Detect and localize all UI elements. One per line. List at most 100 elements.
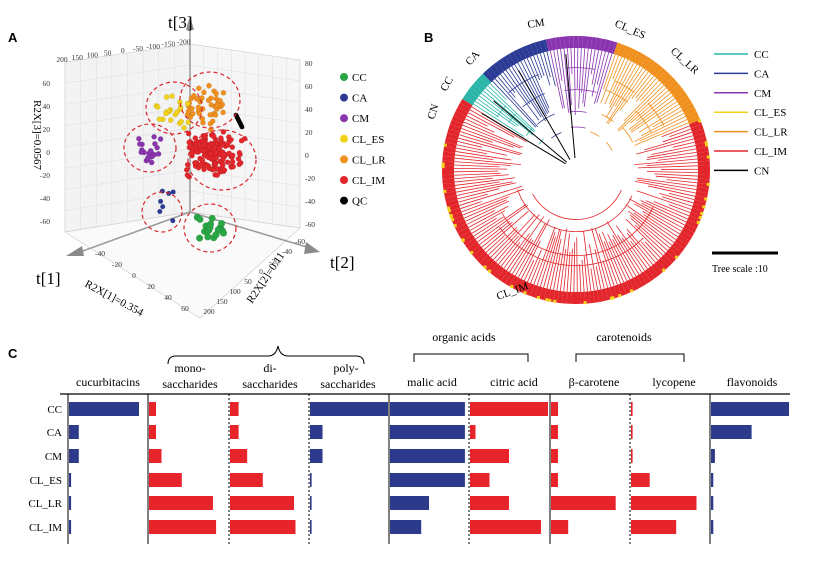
tree-branch <box>590 131 600 137</box>
tree-branch <box>567 48 572 106</box>
tree-es-marker <box>662 268 666 272</box>
tree-ring-segment <box>482 70 495 83</box>
tree-ring-segment <box>693 133 707 141</box>
bar <box>310 425 323 439</box>
tree-ring-segment <box>683 223 697 233</box>
pca-point <box>206 82 212 89</box>
tree-branch <box>573 241 576 292</box>
tree-es-marker <box>705 143 709 147</box>
tree-branch <box>619 71 649 111</box>
pca-point <box>241 135 248 142</box>
bar-col-header: saccharides <box>320 377 376 391</box>
tree-branch <box>605 141 613 151</box>
bar <box>631 449 633 463</box>
pca-point <box>219 142 225 148</box>
tree-ring-segment <box>647 61 659 74</box>
tree-branch <box>454 154 494 160</box>
tree-branch <box>465 118 495 133</box>
tree-es-marker <box>470 251 474 255</box>
tree-ring-segment <box>651 263 663 276</box>
tree-branch <box>637 179 697 191</box>
tree-branch <box>454 168 508 170</box>
tree-branch <box>538 138 544 145</box>
tree-ring-segment <box>482 257 495 270</box>
tree-ring-segment <box>651 64 663 77</box>
tree-branch <box>497 76 516 98</box>
tree-branch <box>662 196 693 207</box>
tree-es-marker <box>461 238 465 242</box>
tree-branch <box>648 185 696 197</box>
tree-branch <box>478 95 519 127</box>
tree-ring-segment <box>444 142 457 149</box>
pca-point <box>185 108 192 114</box>
bar <box>69 449 79 463</box>
tree-ring-segment <box>517 279 527 293</box>
tree-branch <box>640 112 685 137</box>
tree-ring-segment <box>696 186 709 194</box>
tree-es-marker <box>536 296 540 300</box>
tree-ring-segment <box>597 289 604 302</box>
bar-row-label: CM <box>45 451 62 463</box>
tree-branch <box>546 230 562 289</box>
pca-point <box>213 90 219 97</box>
tree-ring-segment <box>611 41 618 54</box>
bar-col-header: citric acid <box>490 375 538 389</box>
tree-ring-segment <box>534 41 543 54</box>
pca-point <box>200 148 207 154</box>
tree-branch <box>645 200 688 220</box>
pca-point <box>219 229 228 237</box>
tree-branch <box>463 121 524 148</box>
pca-legend-swatch <box>340 196 348 205</box>
tree-branch <box>508 113 516 123</box>
pca-point <box>206 144 212 151</box>
tree-ring-segment <box>453 111 467 121</box>
tree-branch <box>500 242 521 267</box>
tree-ring-segment <box>644 268 655 282</box>
tree-ring-segment <box>530 42 539 56</box>
tree-ring-segment <box>660 254 673 267</box>
pca-point <box>216 146 223 152</box>
tree-es-marker <box>449 214 453 218</box>
tree-branch <box>654 173 698 177</box>
pca-point <box>237 160 244 166</box>
bar <box>631 425 633 439</box>
pca-tick: 100 <box>229 287 241 296</box>
pca-3d-plot: t[3] t[1] t[2] R2X[3]=0.0567 R2X[1]=0.35… <box>31 13 386 319</box>
tree-branch <box>502 71 540 121</box>
pca-tick: -20 <box>305 174 315 183</box>
tree-branch <box>591 50 599 85</box>
tree-branch <box>454 177 493 183</box>
tree-branch <box>635 180 696 194</box>
pca-legend-label: CL_LR <box>352 154 386 166</box>
bar <box>230 425 239 439</box>
tree-ring-segment <box>633 51 643 65</box>
pca-tick: 20 <box>43 125 51 134</box>
tree-branch <box>480 92 534 136</box>
bar <box>230 402 239 416</box>
tree-es-marker <box>704 197 708 201</box>
tree-branch <box>672 141 695 148</box>
tree-branch <box>462 196 509 216</box>
bar <box>69 496 72 510</box>
tree-branch <box>543 229 560 288</box>
bar <box>551 520 569 534</box>
pca-point <box>210 166 216 173</box>
tree-branch <box>532 189 622 220</box>
tree-ring-segment <box>444 137 458 145</box>
pca-point <box>194 96 200 102</box>
tree-ring-segment <box>557 290 564 304</box>
tree-es-marker <box>630 289 634 293</box>
tree-clade-label: CA <box>463 49 482 68</box>
pca-point <box>220 90 227 96</box>
pca-point <box>229 144 236 150</box>
bar <box>230 473 263 487</box>
tree-branch <box>517 62 547 116</box>
tree-branch <box>646 162 698 167</box>
tree-branch <box>642 210 681 235</box>
tree-branch <box>614 65 641 107</box>
bar <box>310 402 388 416</box>
tree-branch <box>522 93 546 108</box>
tree-es-marker <box>443 143 447 147</box>
